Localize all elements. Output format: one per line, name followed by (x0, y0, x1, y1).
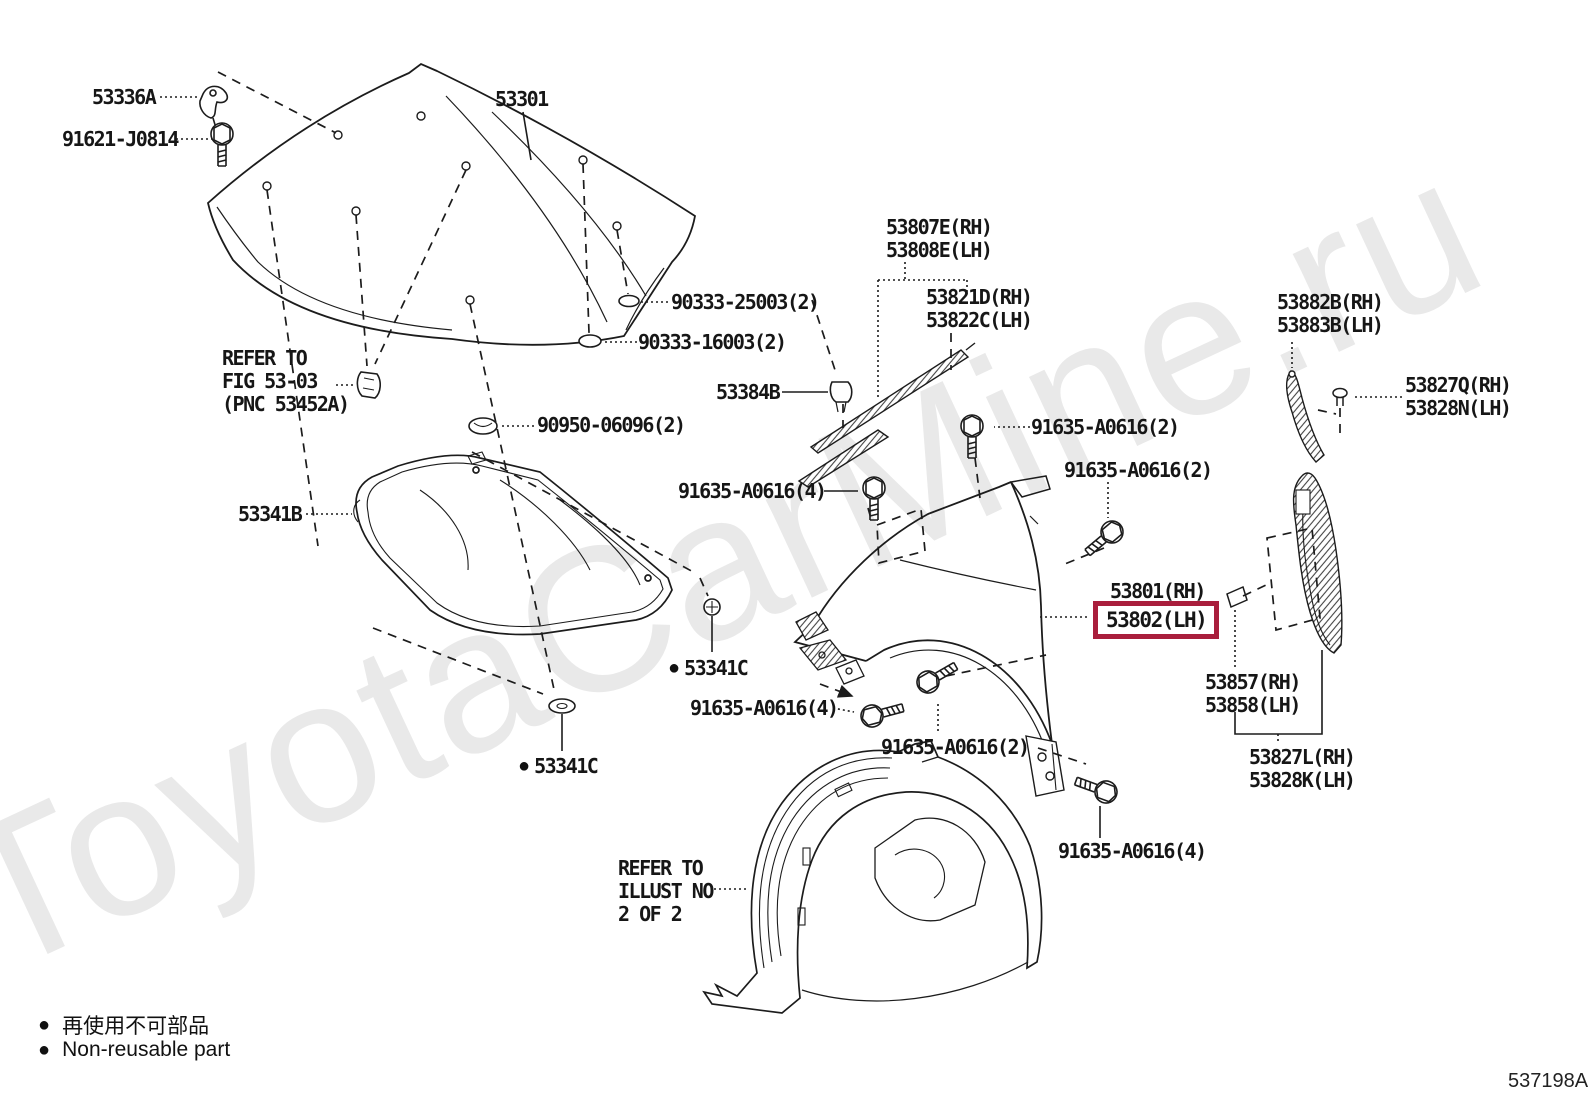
part-label-91635-a0616-2-b[interactable]: 91635-A0616(2) (1064, 458, 1213, 482)
hood-support-clip (356, 371, 381, 399)
part-label-91635-a0616-4-c[interactable]: 91635-A0616(4) (1058, 839, 1207, 863)
part-label-53336a[interactable]: 53336A (92, 85, 157, 109)
non-reusable-bullet-icon: ● (668, 656, 681, 679)
apron-pad-long (1292, 472, 1343, 654)
legend-text-jp: 再使用不可部品 (62, 1015, 210, 1038)
part-label-53807e-53808e[interactable]: 53807E(RH) 53808E(LH) (886, 215, 993, 262)
part-label-53802-lh[interactable]: 53802(LH) (1106, 608, 1208, 632)
leader-lines (160, 96, 1402, 890)
part-label-53857-53858[interactable]: 53857(RH) 53858(LH) (1205, 670, 1301, 717)
part-label-90333-16003[interactable]: 90333-16003(2) (638, 330, 787, 354)
leader-lines-solid (522, 111, 1323, 838)
insulator-grommet-lower (548, 698, 576, 751)
non-reusable-bullet-icon: ● (518, 754, 531, 777)
part-label-53341c-upper[interactable]: ● 53341C (668, 656, 749, 680)
hood-hinge-clip (199, 85, 229, 129)
hood-insulator (353, 451, 673, 636)
part-label-53341b[interactable]: 53341B (238, 502, 303, 526)
pushpin-53827Q (1332, 387, 1348, 406)
part-label-53827l-53828k[interactable]: 53827L(RH) 53828K(LH) (1249, 745, 1356, 792)
hinge-bolt (210, 122, 234, 167)
bolt-low-a (857, 696, 907, 731)
bolt-left (862, 476, 886, 521)
part-label-53801-rh[interactable]: 53801(RH) (1110, 579, 1206, 603)
fender-liner (702, 740, 1043, 1014)
fender-rear-bracket (1025, 735, 1065, 797)
bolt-low-c (1071, 769, 1121, 807)
front-fender (793, 475, 1065, 797)
hood-panel (207, 62, 696, 346)
bolt-low-b (912, 655, 963, 698)
bolt-top-a (960, 414, 984, 459)
part-label-90950-06096[interactable]: 90950-06096(2) (537, 413, 686, 437)
assembly-lines (217, 71, 1341, 765)
note-refer-illust: REFER TO ILLUST NO 2 OF 2 (618, 856, 714, 926)
part-label-53821d-53822c[interactable]: 53821D(RH) 53822C(LH) (926, 285, 1033, 332)
hood-bolt-holes (262, 111, 622, 305)
part-label-53384b[interactable]: 53384B (716, 380, 781, 404)
hood-grommets (468, 294, 640, 435)
part-label-90333-25003[interactable]: 90333-25003(2) (671, 290, 820, 314)
apron-bracket-53882B (1285, 370, 1325, 463)
legend-line-jp: ● 再使用不可部品 (38, 1010, 209, 1040)
part-label-91635-a0616-4-b[interactable]: 91635-A0616(4) (690, 696, 839, 720)
legend-text-en: Non-reusable part (62, 1038, 231, 1061)
part-label-91635-a0616-4-a[interactable]: 91635-A0616(4) (678, 479, 827, 503)
hood-seal-clip-53384B (829, 381, 853, 413)
fender-front-bracket (795, 611, 865, 685)
part-label-53301[interactable]: 53301 (495, 87, 549, 111)
note-refer-fig-53-03: REFER TO FIG 53-03 (PNC 53452A) (222, 346, 350, 416)
legend-line-en: ● Non-reusable part (38, 1038, 230, 1062)
insulator-clip-upper (703, 598, 721, 652)
part-label-53341c-lower[interactable]: ● 53341C (518, 754, 599, 778)
part-label-53827q-53828n[interactable]: 53827Q(RH) 53828N(LH) (1405, 373, 1512, 420)
part-label-53882b-53883b[interactable]: 53882B(RH) 53883B(LH) (1277, 290, 1384, 337)
part-label-91635-a0616-2-a[interactable]: 91635-A0616(2) (1031, 415, 1180, 439)
non-reusable-bullet-icon: ● (38, 1014, 51, 1036)
clip-diamond (1226, 585, 1248, 609)
non-reusable-bullet-icon: ● (38, 1039, 51, 1061)
part-label-91621-j0814[interactable]: 91621-J0814 (62, 127, 179, 151)
part-label-91635-a0616-2-c[interactable]: 91635-A0616(2) (881, 735, 1030, 759)
figure-code: 537198A (1508, 1070, 1589, 1092)
cowl-top-molding (797, 342, 976, 488)
highlighted-part-box[interactable]: 53802(LH) (1093, 601, 1220, 639)
